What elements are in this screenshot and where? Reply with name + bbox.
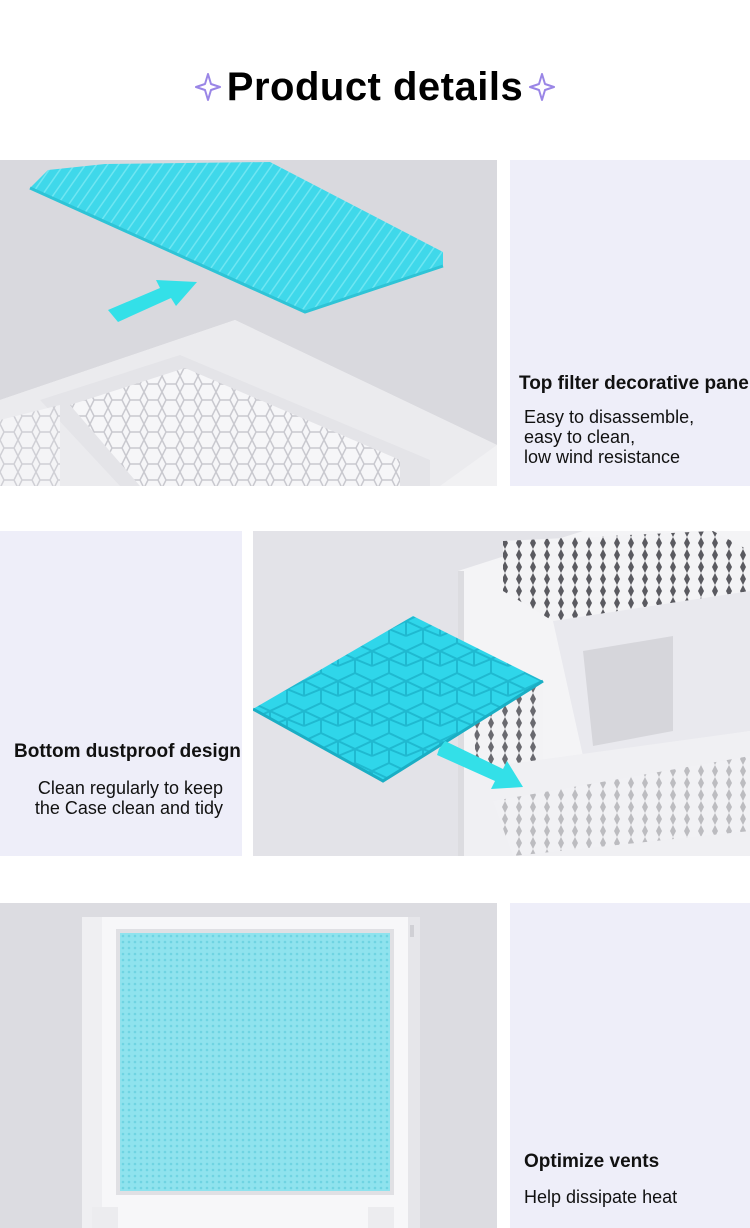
sparkle-icon [194,73,221,101]
section-description: Easy to disassemble, easy to clean, low … [524,407,695,467]
page-header: Product details [0,52,750,122]
section-description: Help dissipate heat [524,1187,678,1207]
section-heading: Optimize vents [524,1151,660,1172]
section-description: Clean regularly to keep the Case clean a… [34,778,223,818]
page-title: Product details [226,64,524,109]
top-filter-panel [510,160,750,486]
section-heading: Bottom dustproof design [14,741,241,762]
side-panel-illustration [82,917,420,1228]
sparkle-icon [529,73,556,101]
section-heading: Top filter decorative panel [519,373,750,394]
bottom-filter-photo [253,531,750,856]
top-filter-illustration [0,162,497,486]
top-filter-photo [0,160,497,486]
bottom-dust-panel [0,531,242,856]
bottom-filter-illustration [253,531,750,856]
side-panel-photo [0,903,497,1228]
optimize-vents-panel [510,903,750,1228]
